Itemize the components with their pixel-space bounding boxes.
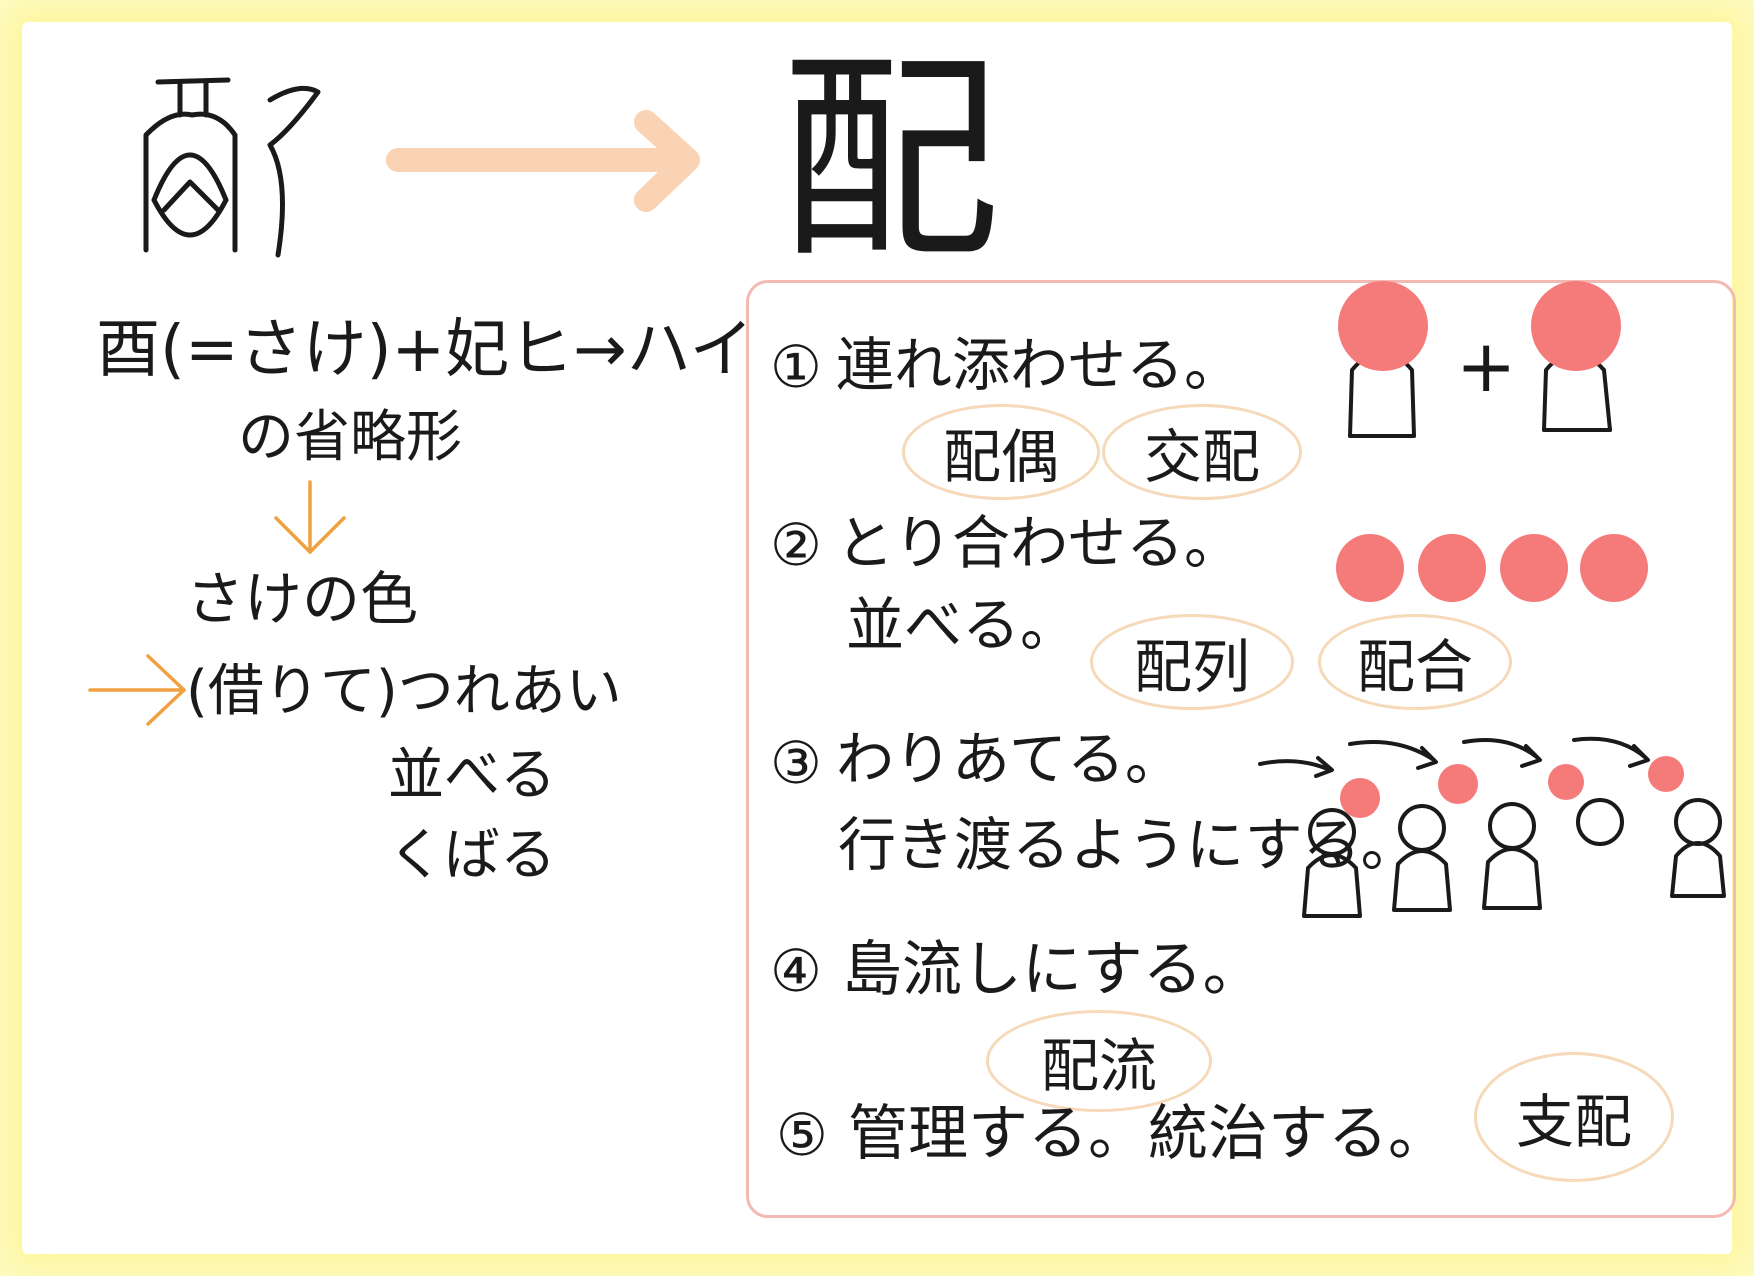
meaning-color: さけの色 — [186, 565, 419, 633]
meaning-spouse: (借りて)つれあい — [186, 659, 622, 724]
meaning4-number: ④ — [770, 937, 822, 1005]
transform-arrow-icon — [386, 110, 700, 212]
meaning2-number: ② — [770, 511, 822, 579]
meaning3-text: わりあてる。 — [836, 725, 1183, 793]
etymology-line2: の省略形 — [238, 405, 462, 470]
word-oval-kouhai: 交配 — [1102, 404, 1302, 500]
meaning5-number: ⑤ — [776, 1101, 828, 1169]
couple-figure-icon — [1338, 281, 1621, 438]
meaning2-text2: 並べる。 — [846, 591, 1079, 659]
meaning3-number: ③ — [770, 729, 822, 797]
down-arrow-icon — [274, 480, 346, 554]
meanings-panel — [746, 280, 1736, 1218]
word-oval-hairetsu: 配列 — [1090, 614, 1294, 710]
plus-sign: + — [1456, 324, 1517, 408]
main-kanji: 配 — [780, 32, 1001, 288]
word-oval-shihai: 支配 — [1474, 1052, 1674, 1182]
meaning-arrange: 並べる — [388, 743, 556, 808]
meaning1-number: ① — [770, 333, 822, 401]
meaning-distribute: くばる — [388, 823, 556, 888]
dots-row-icon — [1336, 534, 1648, 602]
ancient-glyph-icon — [143, 77, 321, 258]
etymology-line1: 酉(=さけ)+妃ヒ→ハイ — [96, 313, 754, 387]
meaning5-text: 管理する。統治する。 — [848, 1099, 1448, 1169]
word-oval-haigu: 配偶 — [902, 404, 1100, 500]
distribution-figure-icon — [1258, 736, 1726, 918]
word-oval-haigou: 配合 — [1318, 614, 1512, 710]
right-arrow-icon — [88, 654, 186, 726]
meaning4-text: 島流しにする。 — [842, 935, 1263, 1005]
meaning1-text: 連れ添わせる。 — [836, 331, 1243, 399]
meaning3-text2: 行き渡るようにする。 — [838, 811, 1419, 879]
word-oval-hairu: 配流 — [986, 1010, 1212, 1112]
meaning2-text: とり合わせる。 — [836, 509, 1243, 577]
